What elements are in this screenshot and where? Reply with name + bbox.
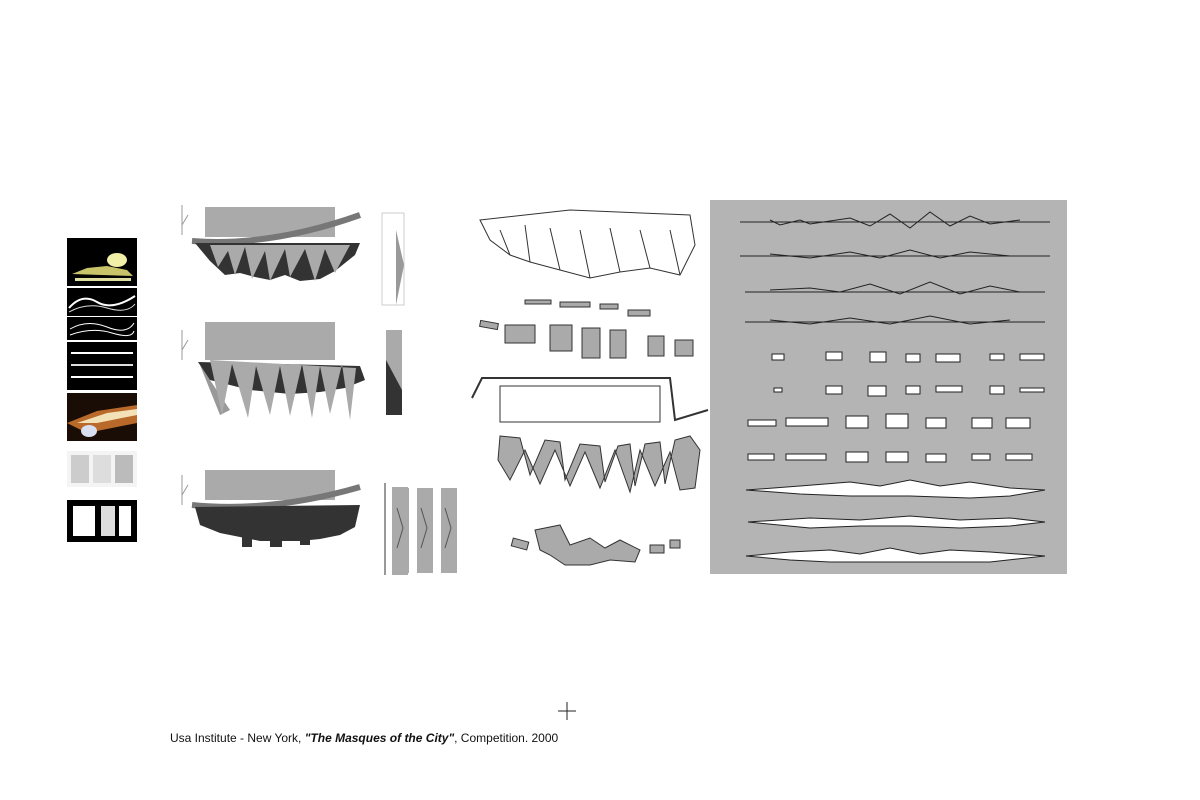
crosshair-icon[interactable] (558, 702, 576, 720)
elevation-strips-drawing (393, 488, 457, 573)
thumbnail-sheet-layout[interactable] (67, 451, 137, 487)
thumbnail-site-drawing[interactable] (67, 288, 137, 316)
thumbnail-night-render[interactable] (67, 238, 137, 286)
outline-plans-drawing (471, 209, 709, 566)
caption: Usa Institute - New York, "The Masques o… (170, 731, 558, 745)
thumbnail-interior-render[interactable] (67, 393, 137, 441)
section-strips-drawing (710, 200, 1067, 574)
caption-prefix: Usa Institute - New York, (170, 731, 305, 745)
elevation-strips (385, 478, 460, 573)
section-strips-panel (710, 200, 1067, 574)
site-plans-drawing (181, 205, 408, 575)
site-plans-panel (170, 195, 410, 575)
thumbnail-elevation-strip[interactable] (67, 342, 137, 390)
outline-plans-panel (470, 200, 710, 575)
thumbnail-board-layout[interactable] (67, 500, 137, 542)
caption-title: "The Masques of the City" (304, 731, 455, 745)
caption-suffix: , Competition. 2000 (454, 731, 559, 745)
thumbnail-plan-lines[interactable] (67, 317, 137, 340)
